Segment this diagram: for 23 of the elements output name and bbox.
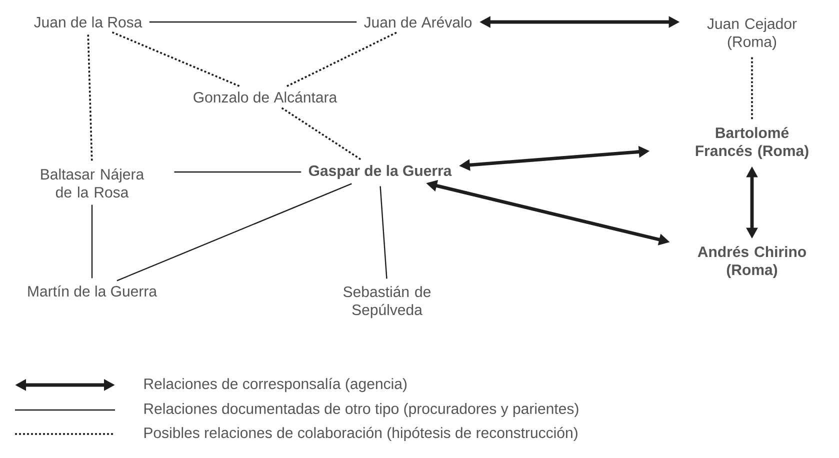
name-label: Bartolomé Francés (Roma) bbox=[696, 126, 808, 160]
dotted-line bbox=[87, 34, 93, 162]
connector-line bbox=[91, 204, 93, 278]
dotted-line bbox=[286, 32, 397, 88]
connector-line bbox=[174, 171, 302, 173]
connector-line bbox=[380, 186, 388, 279]
name-label: Juan de Arévalo bbox=[364, 16, 472, 28]
name-label: Baltasar Nájera de la Rosa bbox=[41, 168, 144, 198]
name-label: Juan Cejador (Roma) bbox=[707, 18, 797, 50]
connector-line bbox=[149, 21, 357, 23]
legend-text: Posibles relaciones de colaboración (hipótesis de reconstrucción) bbox=[144, 426, 578, 442]
legend-text: Relaciones documentadas de otro tipo (procuradores y parientes) bbox=[144, 403, 578, 417]
name-label: Martín de la Guerra bbox=[28, 285, 158, 297]
dotted-line bbox=[112, 31, 241, 88]
legend-text: Relaciones de corresponsalía (agencia) bbox=[144, 378, 407, 392]
dotted-line bbox=[281, 107, 362, 160]
connector-line bbox=[116, 183, 352, 282]
dotted-line bbox=[751, 57, 753, 120]
name-label: Juan de la Rosa bbox=[34, 16, 142, 28]
name-label: Gaspar de la Guerra bbox=[308, 165, 452, 179]
name-label: Gonzalo de Alcántara bbox=[194, 91, 338, 103]
name-label: Sebastián de Sepúlveda bbox=[343, 286, 430, 318]
name-label: Andrés Chirino (Roma) bbox=[698, 246, 806, 278]
